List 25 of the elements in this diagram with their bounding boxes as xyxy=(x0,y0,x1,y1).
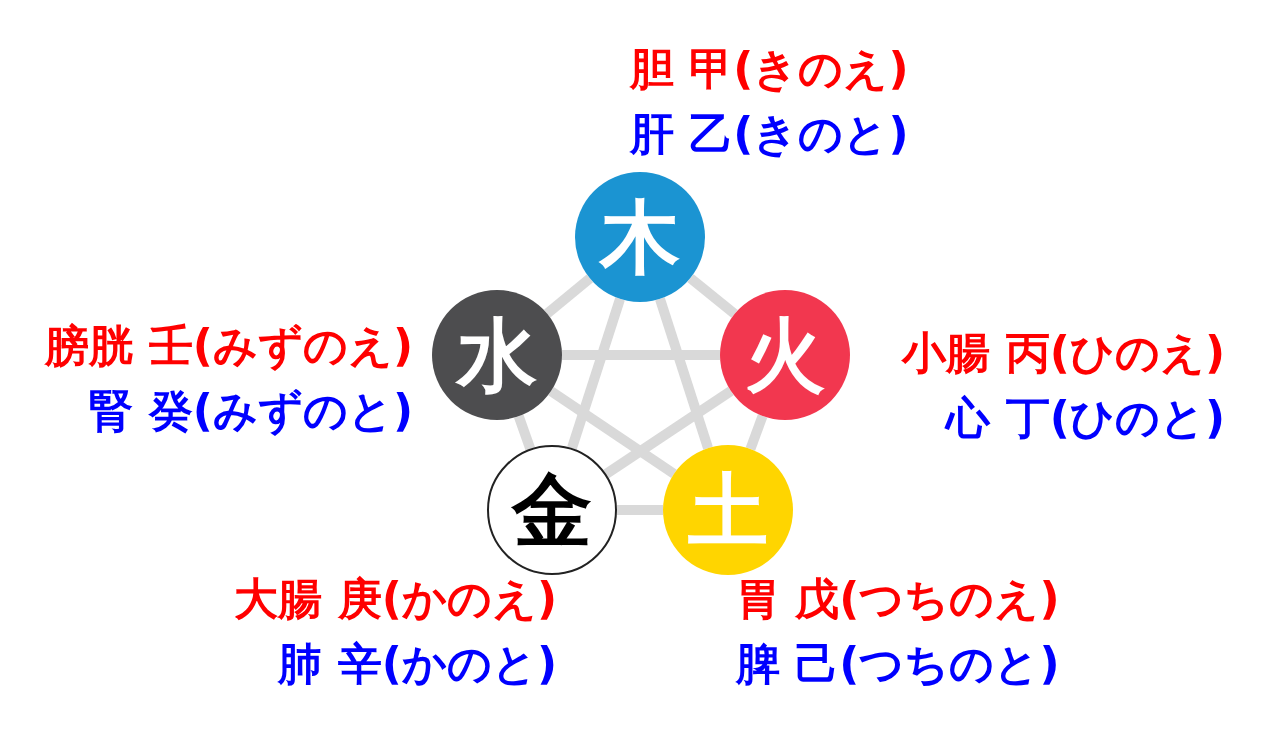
connector-line xyxy=(514,414,535,451)
node-caption: 脾 己(つちのと) xyxy=(736,637,1060,691)
node-caption: 腎 癸(みずのと) xyxy=(89,384,413,438)
node-caption: 膀胱 壬(みずのえ) xyxy=(45,319,413,373)
element-character: 金 xyxy=(512,470,592,550)
node-caption: 肝 乙(きのと) xyxy=(630,107,909,161)
node-caption: 心 丁(ひのと) xyxy=(946,391,1225,445)
connector-line xyxy=(548,387,677,478)
connector-line xyxy=(567,297,625,450)
connector-line xyxy=(543,274,594,318)
node-caption: 胃 戊(つちのえ) xyxy=(736,572,1060,626)
node-caption: 胆 甲(きのえ) xyxy=(630,42,909,96)
connector-line xyxy=(562,350,720,360)
connector-line xyxy=(655,297,713,450)
element-character: 火 xyxy=(745,315,825,395)
connector-line xyxy=(617,505,663,515)
connector-line xyxy=(603,386,734,479)
element-character: 土 xyxy=(688,470,768,550)
node-caption: 肺 辛(かのと) xyxy=(278,637,557,691)
connector-line xyxy=(687,274,738,318)
node-caption: 小腸 丙(ひのえ) xyxy=(902,326,1225,380)
element-character: 水 xyxy=(457,315,537,395)
element-character: 木 xyxy=(600,197,680,277)
connector-line xyxy=(745,414,768,451)
node-caption: 大腸 庚(かのえ) xyxy=(234,572,557,626)
